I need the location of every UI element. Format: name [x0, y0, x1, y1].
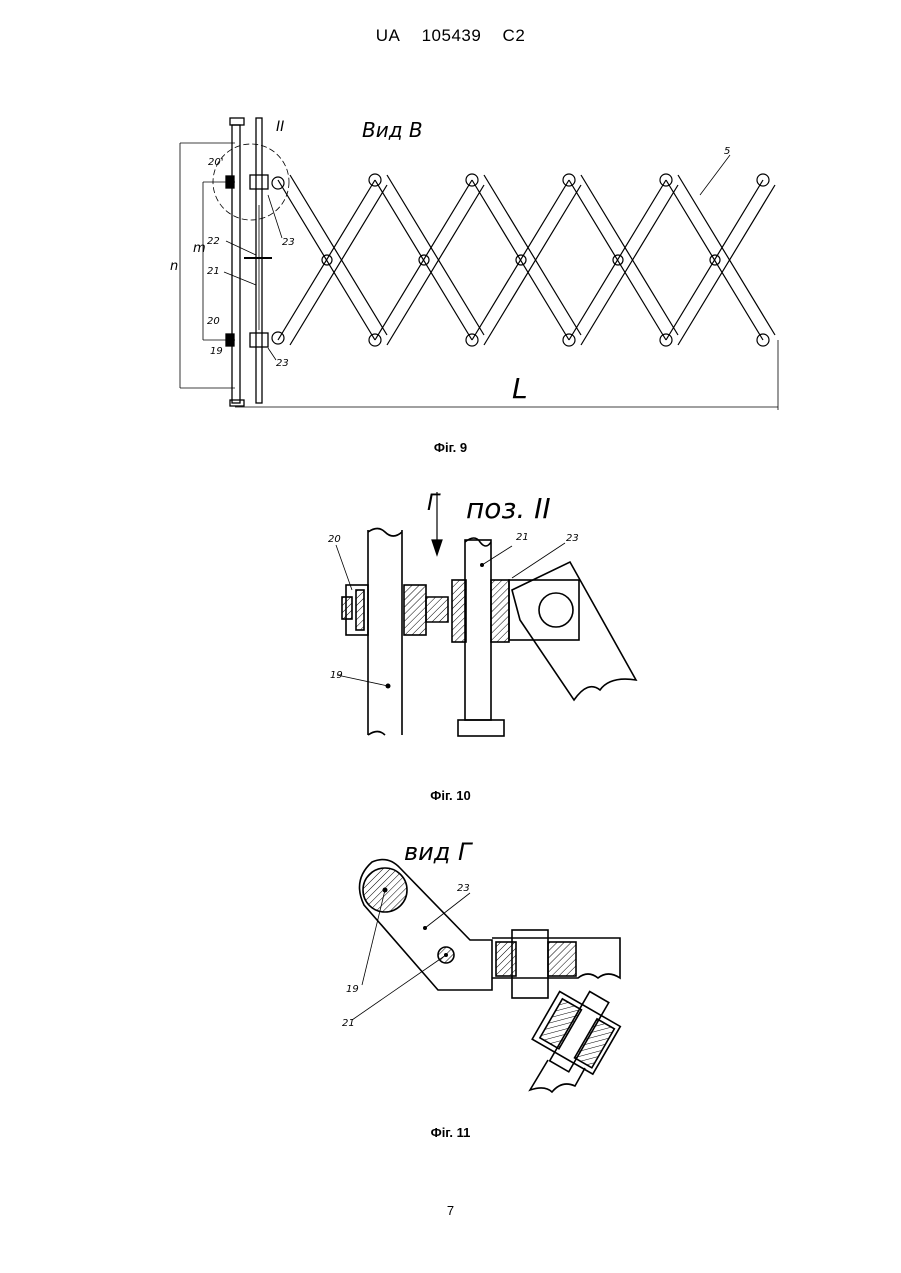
fig10-view-label: поз. II	[466, 492, 551, 525]
fig11-label-23: 23	[457, 883, 470, 894]
fig9-dim-m: m	[193, 241, 206, 256]
fig11-caption: Фіг. 11	[0, 1125, 901, 1140]
fig10-arrow-label: Г	[427, 491, 441, 516]
fig9-label-19: 19	[210, 346, 223, 357]
fig11-view-label: вид Г	[404, 838, 473, 866]
figure-11-drawing: вид Г 23 19 21	[0, 830, 901, 1110]
fig10-label-19: 19	[330, 670, 343, 681]
fig10-caption: Фіг. 10	[0, 788, 901, 803]
header-kind: C2	[503, 26, 526, 45]
fig9-dim-n: n	[170, 259, 178, 274]
header-country: UA	[376, 26, 401, 45]
fig9-caption: Фіг. 9	[0, 440, 901, 455]
fig9-label-5: 5	[724, 146, 730, 157]
fig10-label-20: 20	[328, 534, 341, 545]
header-number: 105439	[422, 26, 482, 45]
fig9-label-23-top: 23	[282, 237, 295, 248]
fig9-label-23-bottom: 23	[276, 358, 289, 369]
figure-9-drawing: Вид В II 20' 22 21 20 19 5 23 23 n m L	[0, 100, 901, 430]
fig9-label-ii: II	[276, 119, 284, 135]
fig9-dim-l: L	[512, 372, 528, 405]
figure-10-drawing: Г поз. II 20 21 23 19	[0, 480, 901, 750]
fig9-label-21: 21	[207, 266, 220, 277]
fig9-view-label: Вид В	[362, 118, 423, 142]
fig9-label-20: 20	[207, 316, 220, 327]
fig11-label-21: 21	[342, 1018, 355, 1029]
page-number: 7	[0, 1203, 901, 1218]
fig9-label-22: 22	[207, 236, 220, 247]
fig9-label-20prime: 20'	[208, 157, 223, 168]
fig10-label-21: 21	[516, 532, 529, 543]
fig10-label-23: 23	[566, 533, 579, 544]
patent-header: UA 105439 C2	[0, 26, 901, 46]
fig11-label-19: 19	[346, 984, 359, 995]
